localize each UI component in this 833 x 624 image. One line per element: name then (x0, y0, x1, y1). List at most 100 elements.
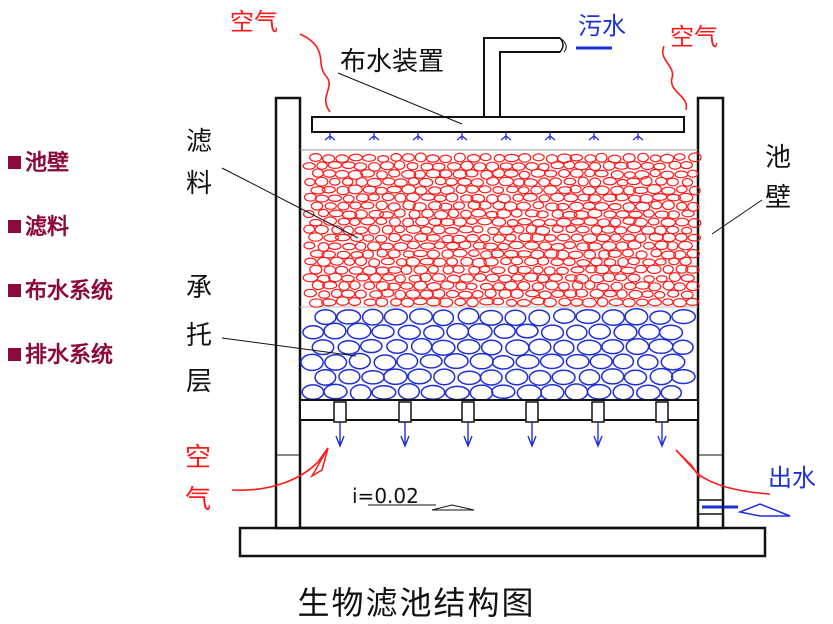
filter-pebble (626, 177, 641, 186)
support-layer-label-2: 托 (186, 321, 212, 351)
filter-pebble (496, 209, 512, 219)
filter-pebble (652, 193, 668, 202)
filter-pebble (674, 232, 688, 242)
support-stone (515, 354, 540, 370)
support-stone (586, 383, 612, 400)
filter-pebble (400, 234, 413, 243)
filter-pebble (363, 281, 376, 291)
air-label-top-right: 空气 (670, 23, 718, 51)
filter-pebble (544, 280, 559, 291)
filter-pebble (504, 153, 520, 163)
filter-pebble (673, 282, 686, 292)
filter-pebble (453, 152, 466, 163)
support-stone (361, 308, 384, 326)
filter-pebble (538, 194, 551, 203)
filter-pebble (479, 153, 492, 162)
filter-pebble (668, 272, 682, 283)
filter-pebble (324, 202, 337, 210)
spray-nozzle (544, 132, 556, 141)
filter-pebble (426, 249, 441, 259)
support-stone (612, 353, 635, 370)
support-stone (300, 353, 324, 372)
filter-pebble (626, 240, 642, 250)
filter-pebble (393, 178, 408, 188)
filter-pebble (609, 217, 622, 228)
filter-pebble (329, 256, 344, 266)
filter-pebble (431, 288, 446, 299)
filter-pebble (607, 154, 622, 164)
filter-pebble (508, 240, 525, 250)
legend-bullet (8, 156, 21, 169)
filter-pebble (646, 264, 662, 275)
support-stone (373, 354, 397, 371)
filter-pebble (382, 177, 396, 186)
filter-pebble (610, 169, 624, 180)
filter-pebble (348, 266, 364, 275)
filter-pebble (400, 282, 414, 290)
support-stone (575, 309, 601, 325)
filter-pebble (395, 258, 408, 267)
filter-pebble (458, 240, 472, 250)
filter-pebble (538, 177, 551, 187)
filter-pebble (640, 161, 655, 171)
support-stone (505, 339, 530, 357)
filter-pebble (376, 248, 388, 258)
filter-pebble (452, 264, 465, 274)
filter-pebble (616, 289, 628, 300)
filter-pebble (596, 282, 610, 292)
filter-pebble (369, 273, 383, 283)
filter-media-label-2: 料 (186, 169, 212, 199)
filter-pebble (338, 281, 350, 292)
filter-pebble (316, 161, 328, 170)
filter-pebble (603, 258, 617, 267)
filter-pebble (419, 257, 435, 266)
filter-pebble (668, 160, 682, 170)
legend-bullet (8, 220, 21, 233)
filter-pebble (316, 256, 331, 267)
filter-pebble (425, 154, 440, 163)
filter-pebble (341, 177, 354, 186)
support-stone (338, 368, 361, 385)
support-stone (588, 323, 612, 340)
support-stone (648, 338, 674, 355)
support-stone (624, 308, 649, 326)
filter-pebble (341, 161, 356, 170)
filter-pebble (355, 241, 367, 251)
filter-pebble (550, 161, 565, 170)
support-stone (539, 353, 565, 370)
filter-pebble (530, 168, 546, 178)
air-curve-bottom-left (231, 447, 329, 491)
filter-pebble (427, 186, 442, 195)
diagram-caption: 生物滤池结构图 (297, 584, 536, 622)
filter-pebble (641, 290, 654, 299)
filter-pebble (466, 217, 478, 226)
filter-pebble (468, 265, 481, 275)
filter-pebble (472, 241, 487, 250)
filter-pebble (354, 209, 368, 220)
legend-item-media: 滤料 (8, 214, 178, 278)
filter-pebble (595, 152, 608, 163)
filter-pebble (581, 185, 596, 196)
filter-pebble (390, 152, 403, 162)
filter-pebble (420, 226, 433, 235)
filter-pebble (545, 202, 560, 212)
spray-nozzle (500, 132, 512, 141)
support-stone (600, 368, 625, 385)
filter-pebble (343, 257, 356, 266)
filter-pebble (635, 298, 649, 307)
filter-pebble (642, 241, 655, 250)
filter-pebble (589, 161, 602, 172)
filter-pebble (354, 256, 368, 267)
filter-pebble (587, 194, 602, 204)
filter-pebble (413, 169, 426, 179)
support-stone (410, 337, 433, 355)
filter-pebble (625, 160, 642, 170)
support-stone (576, 339, 602, 356)
filter-pebble (568, 201, 584, 212)
support-stone (515, 323, 539, 339)
filter-pebble (647, 217, 660, 226)
support-stone (491, 355, 515, 370)
legend: 池壁 滤料 布水系统 排水系统 (8, 150, 178, 406)
distributor-pipe (311, 116, 685, 133)
filter-pebble (649, 154, 662, 163)
